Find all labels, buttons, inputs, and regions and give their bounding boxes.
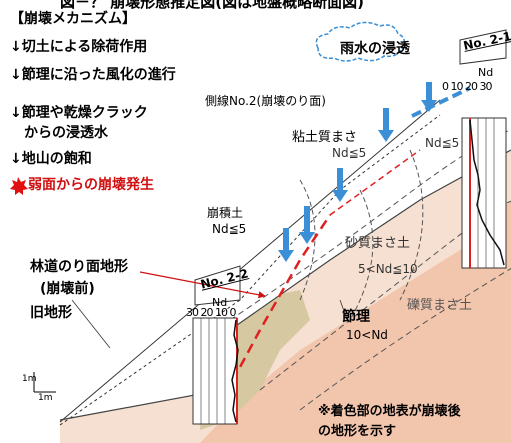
borehole-no-2-2 bbox=[192, 317, 239, 425]
borehole-1-tag bbox=[459, 29, 507, 65]
scale-bar bbox=[33, 372, 56, 393]
rain-arrow-5 bbox=[299, 206, 315, 244]
mechanism-item-1: ↓切土による除荷作用 bbox=[10, 39, 148, 55]
rain-label: 雨水の浸透 bbox=[340, 41, 410, 57]
old-terrain-label: 旧地形 bbox=[30, 305, 72, 321]
failure-surface-line bbox=[223, 214, 332, 396]
rain-cloud bbox=[315, 21, 405, 62]
clay-nd-right-label: Nd≦5 bbox=[425, 136, 460, 150]
borehole-no-2-1 bbox=[461, 117, 507, 269]
sandy-nd-label: 5<Nd≦10 bbox=[358, 262, 418, 276]
mechanism-item-3: ↓節理や乾燥クラック bbox=[10, 105, 148, 121]
note-line-1: ※着色部の地表が崩壊後 bbox=[318, 404, 461, 419]
joint-nd-label: 10<Nd bbox=[346, 328, 388, 342]
mechanism-item-4: からの浸透水 bbox=[10, 125, 108, 141]
borehole-2-nd-label: Nd bbox=[212, 296, 228, 309]
layer-boundary-1 bbox=[229, 129, 511, 321]
borehole-1-nd-label: Nd bbox=[478, 66, 494, 79]
page-title: 図－？ 崩壊形態推定図(図は地盤概略断面図) bbox=[60, 0, 364, 9]
joint-curve-3 bbox=[399, 149, 424, 301]
borehole-2-scale: 30 20 10 0 bbox=[186, 306, 236, 319]
before-collapse-label: (崩壊前) bbox=[40, 281, 95, 297]
mechanism-title: 【崩壊メカニズム】 bbox=[10, 11, 136, 27]
borehole-2-tag bbox=[194, 265, 241, 306]
layer-boundary-3 bbox=[299, 267, 511, 411]
mechanism-item-6: 弱面からの崩壊発生 bbox=[28, 177, 154, 193]
joint-curve-1 bbox=[299, 179, 316, 301]
gravel-masado-layer bbox=[200, 200, 511, 443]
forest-road-pointer bbox=[139, 271, 266, 299]
sandy-layer-label: 砂質まさ土 bbox=[345, 236, 411, 251]
borehole-1-scale: 0 10 20 30 bbox=[442, 80, 492, 93]
rain-arrow-3 bbox=[332, 168, 348, 202]
forest-road-label: 林道のり面地形 bbox=[30, 259, 128, 275]
joint-curve-2 bbox=[349, 189, 374, 321]
borehole-1-nd-curve bbox=[469, 119, 505, 266]
borehole-2-nd-curve bbox=[231, 319, 239, 423]
mechanism-item-2: ↓節理に沿った風化の進行 bbox=[10, 67, 176, 83]
page-title-fragment: 図－？ 崩壊形態推定図(図は地盤概略断面図) bbox=[0, 0, 511, 9]
mechanism-item-5: ↓地山の飽和 bbox=[10, 151, 92, 167]
forest-road-dotted-slope bbox=[59, 114, 441, 426]
infiltration-dashed-line bbox=[411, 86, 471, 118]
colluvium-label: 崩積土 bbox=[207, 206, 244, 220]
clay-layer-label: 粘土質まさ bbox=[292, 130, 358, 145]
joint-pointer bbox=[339, 299, 349, 323]
scale-vertical-label: 1m bbox=[22, 374, 37, 384]
colluvium-nd-label: Nd≦5 bbox=[212, 222, 247, 236]
rain-arrow-2 bbox=[378, 108, 394, 142]
note-line-2: の地形を示す bbox=[318, 424, 397, 439]
scale-horizontal-label: 1m bbox=[38, 393, 53, 403]
layer-boundary-2 bbox=[259, 200, 511, 391]
failure-surface-line-2 bbox=[329, 149, 421, 216]
old-terrain-line bbox=[59, 99, 441, 423]
gravel-layer-label: 礫質まさ土 bbox=[407, 298, 473, 313]
old-terrain-pointer bbox=[71, 299, 111, 349]
rain-arrow-4 bbox=[278, 228, 294, 262]
section-line-label: 側線No.2(崩壊のり面) bbox=[205, 94, 326, 108]
clay-nd-label: Nd≦5 bbox=[332, 146, 367, 160]
joint-label: 節理 bbox=[342, 309, 370, 325]
burst-icon bbox=[10, 177, 28, 195]
